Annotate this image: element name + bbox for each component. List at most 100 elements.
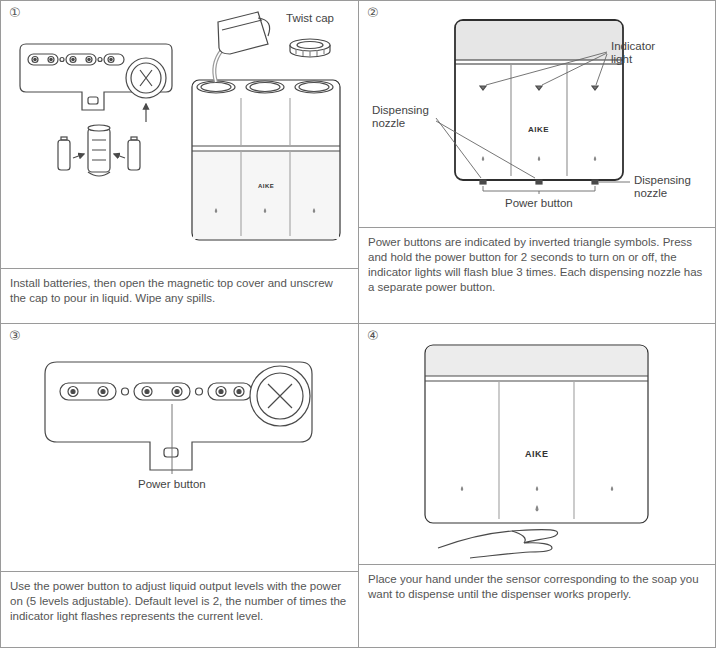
line-art xyxy=(98,58,102,62)
line-art xyxy=(101,390,105,394)
line-art xyxy=(214,50,222,82)
callout-label: Dispensing nozzle xyxy=(634,174,696,200)
step-number: ③ xyxy=(9,328,21,343)
line-art xyxy=(58,140,70,170)
step-caption: Install batteries, then open the magneti… xyxy=(1,268,358,312)
line-art xyxy=(219,390,223,394)
line-art xyxy=(234,387,244,397)
line-art xyxy=(142,387,152,397)
line-art xyxy=(425,345,648,523)
line-art xyxy=(201,83,231,92)
line-art xyxy=(461,486,614,491)
dispenser-in-use xyxy=(425,345,648,523)
line-art xyxy=(426,346,647,376)
line-art xyxy=(48,57,54,63)
line-art xyxy=(438,529,558,558)
line-art xyxy=(126,58,166,98)
step-caption: Power buttons are indicated by inverted … xyxy=(359,227,715,301)
line-art xyxy=(193,151,339,239)
line-art xyxy=(164,448,178,457)
leader-lines xyxy=(436,52,630,194)
line-art xyxy=(134,383,190,400)
line-art xyxy=(68,387,78,397)
callout-label: Power button xyxy=(138,478,206,491)
callout-label: Indicator light xyxy=(611,40,669,66)
twist-cap xyxy=(290,39,330,57)
brand-mark: AIKE xyxy=(528,125,549,135)
line-art xyxy=(32,57,38,63)
line-art xyxy=(45,362,312,470)
line-art xyxy=(104,54,124,65)
line-art xyxy=(295,81,333,93)
line-art xyxy=(128,140,140,170)
line-art xyxy=(98,387,108,397)
line-art xyxy=(483,186,595,194)
step-panel: ② Power buttons are indicated by inverted… xyxy=(358,0,716,324)
line-art xyxy=(214,50,222,82)
line-art xyxy=(50,58,52,60)
line-art xyxy=(208,383,252,400)
brand-mark: AIKE xyxy=(525,449,549,460)
line-art xyxy=(110,58,112,60)
line-art xyxy=(246,81,284,93)
line-art xyxy=(122,388,129,395)
step-number: ② xyxy=(367,5,379,20)
line-art xyxy=(88,128,110,172)
line-art xyxy=(175,390,179,394)
pitcher xyxy=(214,12,269,82)
line-art xyxy=(257,373,303,419)
line-art xyxy=(172,387,182,397)
line-art xyxy=(192,146,340,151)
line-art xyxy=(88,97,98,104)
line-art xyxy=(114,154,125,158)
step-caption: Place your hand under the sensor corresp… xyxy=(359,564,715,608)
line-art xyxy=(86,57,92,63)
line-art xyxy=(28,54,58,65)
line-art xyxy=(215,208,316,213)
line-art xyxy=(34,58,36,60)
line-art xyxy=(145,390,149,394)
line-art xyxy=(197,81,235,93)
line-art xyxy=(72,58,74,60)
line-art xyxy=(71,390,75,394)
line-art xyxy=(66,54,96,65)
line-art xyxy=(145,104,146,122)
line-art xyxy=(536,180,542,184)
line-art xyxy=(268,384,292,408)
line-art xyxy=(61,137,67,140)
line-art xyxy=(499,381,574,519)
line-art xyxy=(455,60,623,64)
line-art xyxy=(250,366,310,426)
line-art xyxy=(297,42,323,49)
line-art xyxy=(131,137,137,140)
line-art xyxy=(296,49,324,57)
line-art xyxy=(70,57,76,63)
line-art xyxy=(592,180,598,184)
callout-label: Dispensing nozzle xyxy=(372,104,434,130)
line-art xyxy=(88,172,110,176)
line-art xyxy=(436,118,535,178)
line-art xyxy=(88,58,90,60)
line-art xyxy=(512,531,525,543)
brand-mark: AIKE xyxy=(258,182,274,190)
callout-label: Twist cap xyxy=(286,12,334,25)
dispenser-refill xyxy=(192,80,340,240)
line-art xyxy=(140,70,152,86)
line-art xyxy=(425,376,648,381)
line-art xyxy=(60,58,64,62)
line-art xyxy=(455,20,623,180)
step-caption: Use the power button to adjust liquid ou… xyxy=(1,571,358,630)
line-art xyxy=(73,154,84,158)
line-art xyxy=(172,404,173,474)
line-art xyxy=(250,83,280,92)
line-art xyxy=(480,180,486,184)
line-art xyxy=(108,57,114,63)
line-art xyxy=(20,44,172,110)
line-art xyxy=(599,182,630,183)
wall-bracket-large xyxy=(45,362,312,474)
line-art xyxy=(196,388,203,395)
line-art xyxy=(456,21,622,60)
dispenser-front xyxy=(455,20,623,184)
step-panel: ④Place your hand under the sensor corres… xyxy=(358,323,716,648)
